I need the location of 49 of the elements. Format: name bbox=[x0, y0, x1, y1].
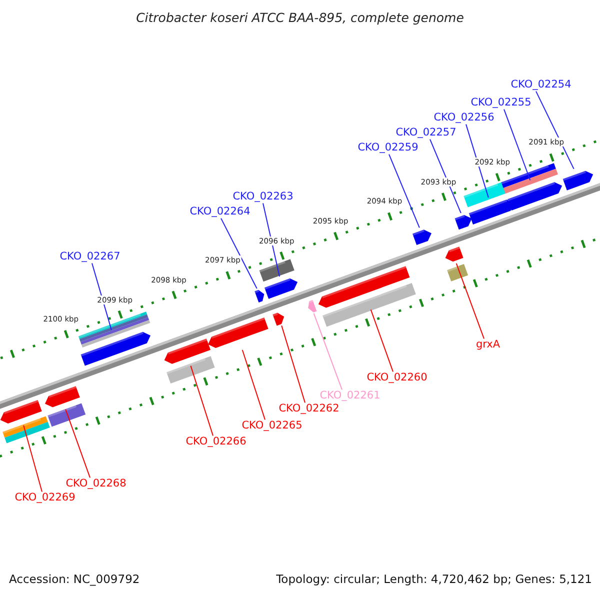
leader-line bbox=[313, 312, 342, 390]
leader-line bbox=[466, 124, 489, 198]
gene-label: CKO_02255 bbox=[470, 96, 532, 110]
gene-bar bbox=[562, 170, 594, 190]
genome-summary-text: Topology: circular; Length: 4,720,462 bp; Genes: 5,121 bbox=[276, 573, 592, 587]
gene-bar bbox=[0, 400, 42, 424]
gene-bar bbox=[44, 386, 80, 408]
gene-label: CKO_02266 bbox=[186, 436, 246, 448]
gene-label: CKO_02257 bbox=[396, 126, 456, 140]
gene-bar bbox=[454, 214, 472, 230]
gene-bar bbox=[445, 246, 464, 262]
gene-label: CKO_02264 bbox=[190, 206, 250, 218]
leader-line bbox=[430, 138, 462, 214]
leader-line bbox=[370, 309, 394, 372]
gene-bar bbox=[254, 290, 264, 302]
leader-line bbox=[504, 108, 531, 181]
gene-label: CKO_02265 bbox=[242, 420, 302, 432]
accession-text: Accession: NC_009792 bbox=[9, 573, 140, 587]
gene-bar bbox=[264, 278, 298, 299]
leader-line bbox=[23, 424, 42, 492]
gene-label: CKO_02262 bbox=[278, 402, 340, 416]
leader-line bbox=[262, 202, 280, 277]
gene-bar bbox=[164, 338, 211, 364]
leader-line bbox=[388, 154, 420, 228]
gene-label: CKO_02267 bbox=[60, 250, 120, 264]
gene-label: CKO_02260 bbox=[366, 372, 428, 384]
leader-line bbox=[281, 325, 306, 404]
leader-line bbox=[536, 90, 574, 170]
leader-line bbox=[65, 408, 90, 478]
gene-bar bbox=[80, 332, 150, 366]
leader-line bbox=[220, 218, 258, 290]
gene-label: CKO_02269 bbox=[14, 492, 76, 504]
leader-line bbox=[456, 262, 484, 340]
leader-line bbox=[242, 349, 266, 420]
gene-label: CKO_02256 bbox=[434, 112, 494, 124]
gene-label: grxA bbox=[476, 338, 500, 352]
gene-bar bbox=[272, 312, 284, 326]
gene-label: CKO_02268 bbox=[66, 478, 126, 490]
gene-label: CKO_02261 bbox=[320, 390, 380, 402]
gene-bar bbox=[412, 230, 432, 246]
gene-bar bbox=[208, 318, 268, 348]
gene-label: CKO_02263 bbox=[232, 190, 294, 204]
title: Citrobacter koseri ATCC BAA-895, complete genome bbox=[135, 10, 465, 25]
leader-line bbox=[190, 365, 214, 436]
gene-label: CKO_02254 bbox=[510, 78, 572, 92]
gene-label: CKO_02259 bbox=[358, 142, 418, 154]
gene-bar bbox=[318, 266, 410, 308]
gene-bar bbox=[507, 182, 562, 210]
gene-bar bbox=[308, 300, 317, 312]
